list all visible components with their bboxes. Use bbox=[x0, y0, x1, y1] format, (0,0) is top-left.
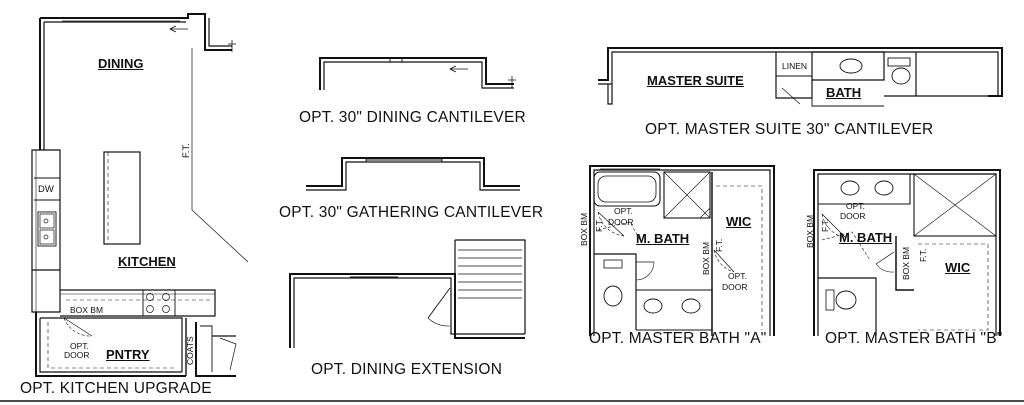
note-opt-door-b-2: DOOR bbox=[840, 211, 866, 221]
caption-master-bath-a: OPT. MASTER BATH "A" bbox=[589, 330, 767, 347]
note-box-bm-a-left: BOX BM bbox=[579, 212, 589, 246]
note-box-bm-kitchen: BOX BM bbox=[70, 305, 104, 315]
kitchen-dining-plan bbox=[31, 13, 249, 377]
note-ft-b-mid: F.T. bbox=[918, 248, 928, 262]
note-opt-door-a-1: OPT. bbox=[614, 206, 633, 216]
note-opt-door-kitchen-2: DOOR bbox=[64, 350, 90, 360]
room-m-bath-a: M. BATH bbox=[636, 231, 690, 246]
note-box-bm-b-mid: BOX BM bbox=[901, 246, 911, 280]
note-dishwasher: DW bbox=[38, 184, 54, 195]
note-coats: COATS bbox=[185, 336, 195, 365]
note-linen: LINEN bbox=[782, 61, 808, 71]
note-ft-kitchen: F.T. bbox=[181, 143, 192, 158]
room-m-bath-b: M. BATH bbox=[839, 230, 893, 245]
room-bath: BATH bbox=[826, 85, 862, 100]
note-ft-a-mid: F.T. bbox=[714, 238, 724, 252]
master-suite-cantilever-plan bbox=[598, 47, 1003, 107]
dining-extension-plan bbox=[289, 239, 526, 348]
master-bath-a-plan bbox=[589, 165, 775, 336]
caption-kitchen-upgrade: OPT. KITCHEN UPGRADE bbox=[20, 380, 212, 397]
note-ft-a-left: F.T. bbox=[594, 218, 604, 232]
note-opt-door-a-2: DOOR bbox=[608, 217, 634, 227]
room-master-suite: MASTER SUITE bbox=[647, 73, 744, 88]
gathering-cantilever-plan bbox=[306, 157, 520, 191]
caption-master-suite-cantilever: OPT. MASTER SUITE 30" CANTILEVER bbox=[645, 121, 934, 138]
note-ft-b-left: F.T. bbox=[820, 218, 830, 232]
room-wic-a: WIC bbox=[726, 214, 752, 229]
note-opt-door-kitchen-1: OPT. bbox=[70, 341, 89, 351]
note-opt-door-b-1: OPT. bbox=[846, 201, 865, 211]
note-box-bm-a-mid: BOX BM bbox=[701, 241, 711, 275]
note-box-bm-b-left: BOX BM bbox=[805, 214, 815, 248]
dining-cantilever-plan bbox=[319, 57, 516, 90]
room-dining: DINING bbox=[98, 56, 144, 71]
master-bath-b-plan bbox=[813, 169, 1001, 336]
caption-gathering-cantilever: OPT. 30" GATHERING CANTILEVER bbox=[279, 204, 544, 221]
room-kitchen: KITCHEN bbox=[118, 254, 176, 269]
note-opt-door-a2-1: OPT. bbox=[728, 271, 747, 281]
room-wic-b: WIC bbox=[945, 260, 971, 275]
note-opt-door-a2-2: DOOR bbox=[722, 282, 748, 292]
caption-master-bath-b: OPT. MASTER BATH "B" bbox=[825, 330, 1003, 347]
caption-dining-extension: OPT. DINING EXTENSION bbox=[311, 361, 503, 378]
caption-dining-cantilever: OPT. 30" DINING CANTILEVER bbox=[299, 109, 526, 126]
room-pantry: PNTRY bbox=[106, 347, 150, 362]
